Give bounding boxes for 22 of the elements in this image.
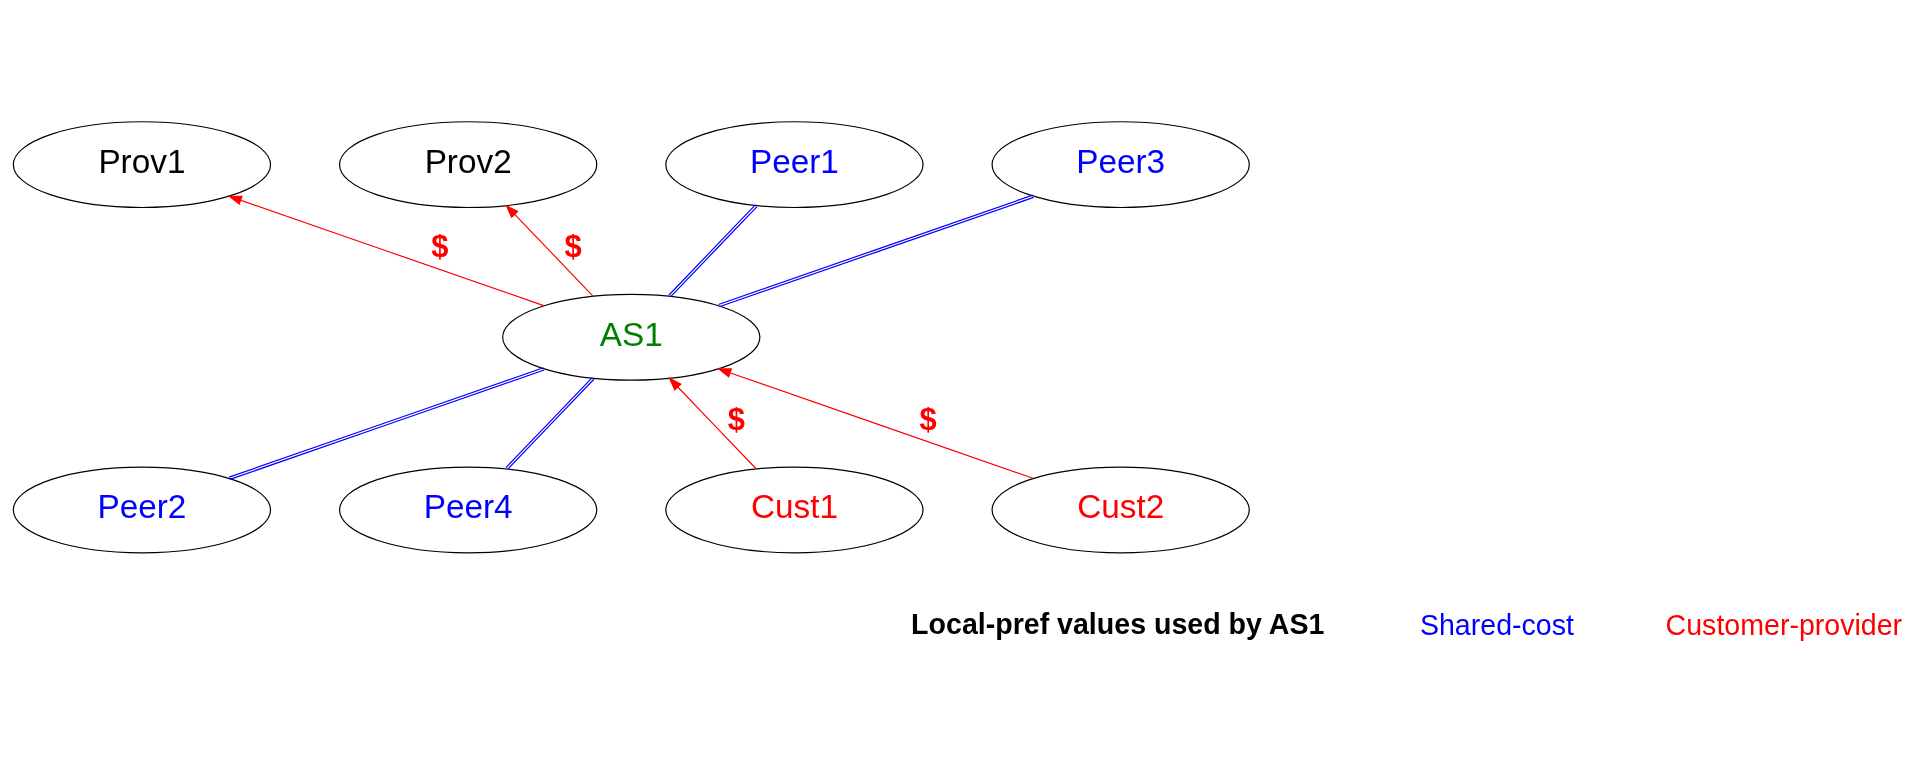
node-ellipse: Cust1 [665,465,924,553]
edge-label: $ [919,401,937,437]
label: Local-pref values used by AS1 [911,607,1325,640]
edge-label: $ [564,228,582,264]
node-ellipse: Peer1 [665,120,924,208]
arrow [668,376,757,469]
node-ellipse: Peer4 [339,465,598,553]
connector [717,194,1035,307]
arrow [717,367,1034,479]
edge-label: $ [727,401,745,437]
connector [668,203,758,297]
legend-label: Customer-provider [1665,608,1903,641]
arrow [505,203,594,296]
arrow [227,195,545,306]
edge-label: $ [431,228,449,264]
legend-label: Shared-cost [1419,608,1574,641]
connector [505,376,595,470]
node-ellipse: Peer2 [12,465,272,553]
node-ellipse: Prov2 [339,120,598,208]
node-ellipse: Peer3 [991,120,1250,208]
node-ellipse: Cust2 [991,465,1250,553]
connector [228,366,545,480]
